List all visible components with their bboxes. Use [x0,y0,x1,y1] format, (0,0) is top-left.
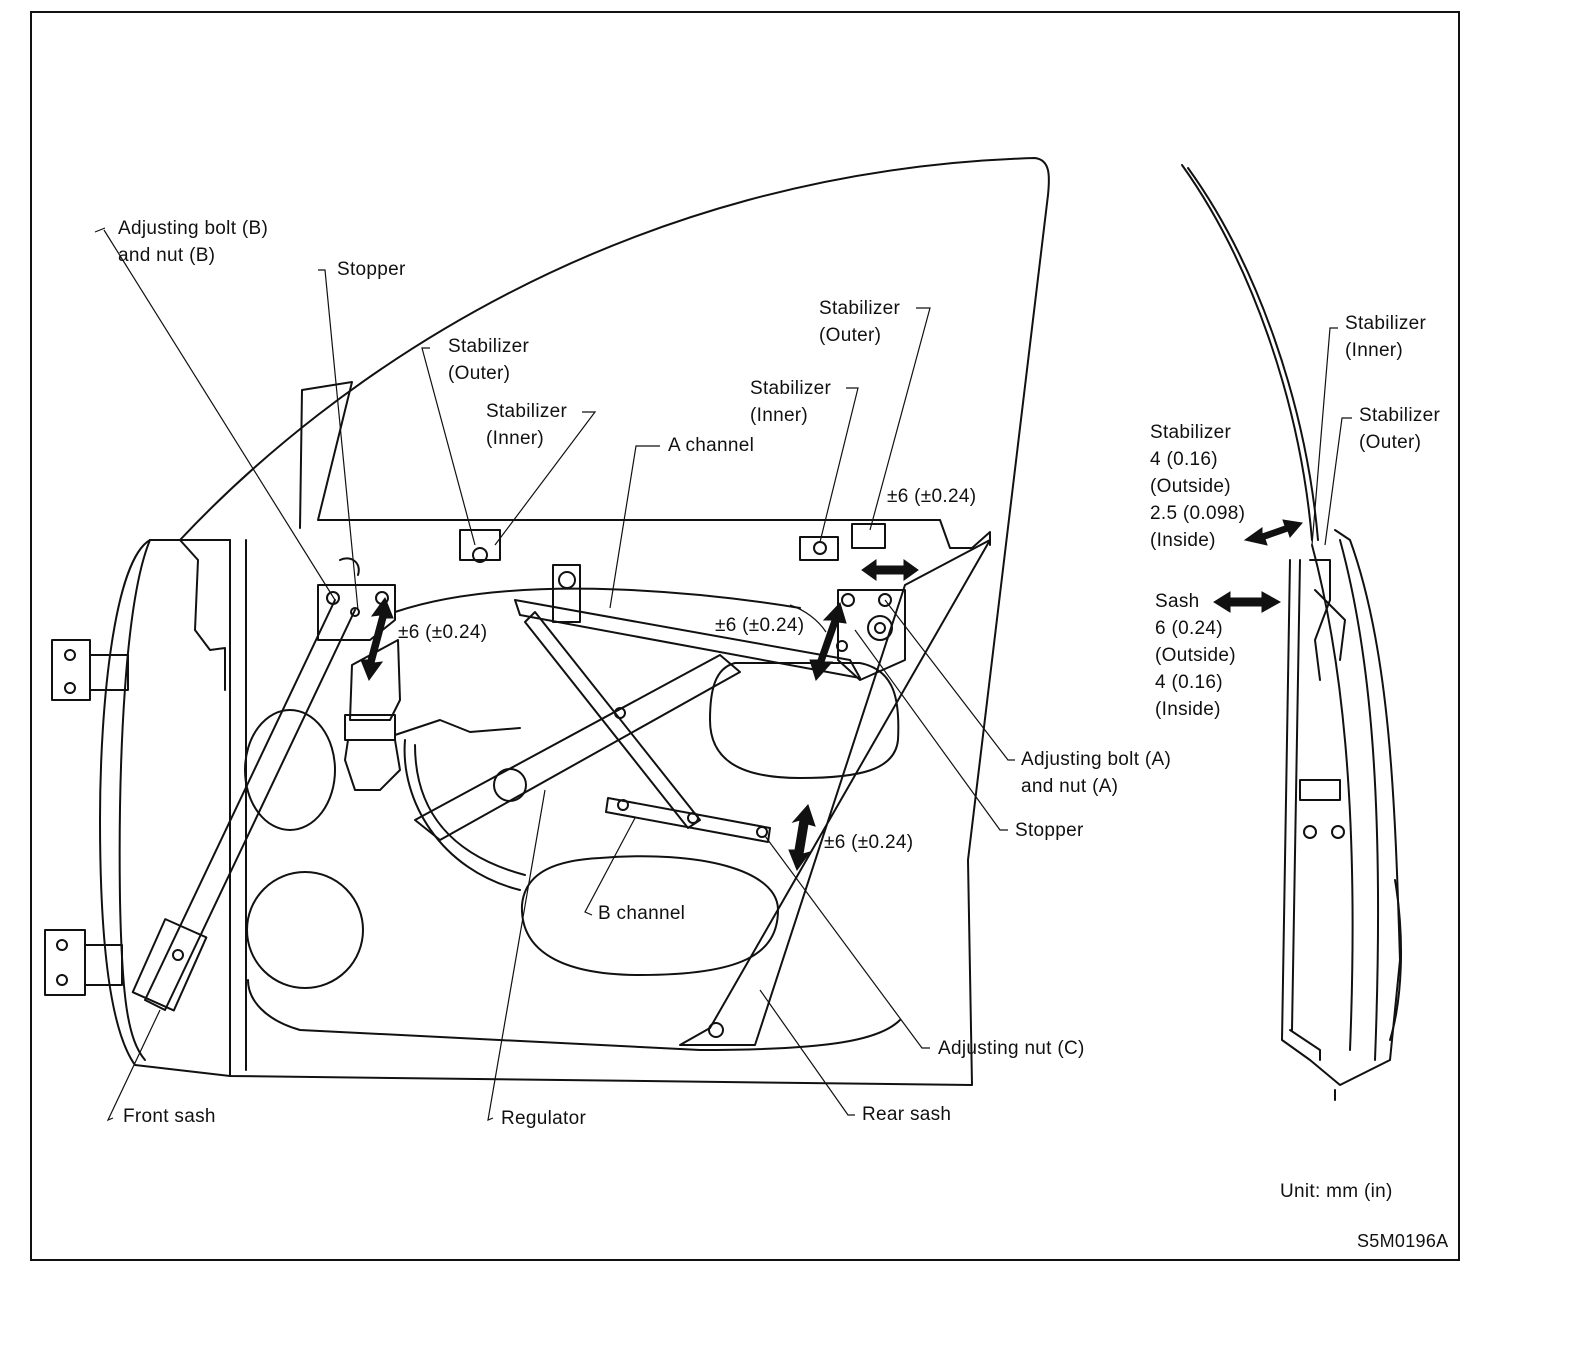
label-tol-top-right: ±6 (±0.24) [887,486,977,507]
label-stab-inner-left: Stabilizer (Inner) [486,401,568,449]
door-front-panel [99,539,231,1077]
label-a-channel: A channel [668,435,755,456]
door-side-view [1181,164,1402,1101]
leader-stab-outer-left [421,347,476,546]
label-tol-lower: ±6 (±0.24) [824,832,914,853]
door-window-frame [179,157,1050,1086]
regulator-arm-main [414,654,741,841]
access-hole-left [244,709,336,831]
double-arrow-sash [1213,591,1282,613]
stabilizer-left [459,529,501,563]
label-stab-outer-left: Stabilizer (Outer) [448,336,530,384]
label-stopper-left: Stopper [337,259,406,280]
leader-adj-bolt-a [884,599,1015,761]
stabilizer-mid [799,523,886,561]
speaker-hole [246,871,364,989]
label-adj-nut-c: Adjusting nut (C) [938,1038,1085,1059]
label-adj-bolt-a: Adjusting bolt (A) and nut (A) [1021,749,1172,797]
double-arrow-stabilizer [1243,519,1303,546]
leader-stab-inner-mid [819,387,859,543]
label-stopper-right: Stopper [1015,820,1084,841]
label-rear-sash: Rear sash [862,1104,952,1125]
leader-tol-mid [789,604,827,633]
label-regulator: Regulator [501,1108,587,1129]
label-tol-mid: ±6 (±0.24) [715,615,805,636]
label-stab-outer-side: Stabilizer (Outer) [1359,405,1441,453]
double-arrow-lower [788,804,816,872]
label-unit: Unit: mm (in) [1280,1181,1393,1202]
label-front-sash: Front sash [123,1106,216,1127]
leader-regulator [487,789,546,1121]
lower-hinge [44,929,123,996]
label-figure-code: S5M0196A [1357,1231,1449,1251]
label-stab-outer-mid: Stabilizer (Outer) [819,298,901,346]
leader-stab-inner-side [1311,327,1338,546]
door-inner-frame [299,381,991,549]
regulator-motor [344,639,521,791]
label-sash-spec: Sash 6 (0.24) (Outside) 4 (0.16) (Inside… [1155,591,1236,720]
rear-sash-bracket [836,589,906,681]
leader-adj-nut-c [764,835,930,1049]
regulator-sector [403,739,526,891]
adjustment-arrows [360,519,1303,872]
double-arrow-mid [809,602,847,682]
window-glass-edge [394,587,801,613]
a-channel [514,599,861,679]
leader-stab-inner-left [494,411,597,546]
leader-stopper-left [318,269,359,611]
leader-stab-outer-side [1324,417,1352,546]
label-stabilizer-spec: Stabilizer 4 (0.16) (Outside) 2.5 (0.098… [1150,422,1246,551]
leader-b-channel [584,817,636,916]
label-adj-bolt-b: Adjusting bolt (B) and nut (B) [118,218,269,266]
double-arrow-top [861,559,919,581]
leader-adj-bolt-b [94,227,336,601]
access-hole-lower [520,855,779,976]
upper-hinge [51,639,129,701]
leader-front-sash [106,1009,161,1122]
leader-a-channel [609,445,660,609]
label-stab-inner-side: Stabilizer (Inner) [1345,313,1427,361]
leader-stab-outer-mid [869,307,931,531]
rear-sash [679,539,991,1046]
label-b-channel: B channel [598,903,686,924]
leader-stopper-right [854,629,1008,831]
label-stab-inner-mid: Stabilizer (Inner) [750,378,832,426]
front-sash [144,599,356,1011]
leader-rear-sash [759,989,855,1116]
access-hole-right [709,662,900,779]
label-tol-left: ±6 (±0.24) [398,622,488,643]
double-arrow-left [360,596,394,682]
b-channel [605,797,771,843]
figure-frame [30,11,1460,1261]
